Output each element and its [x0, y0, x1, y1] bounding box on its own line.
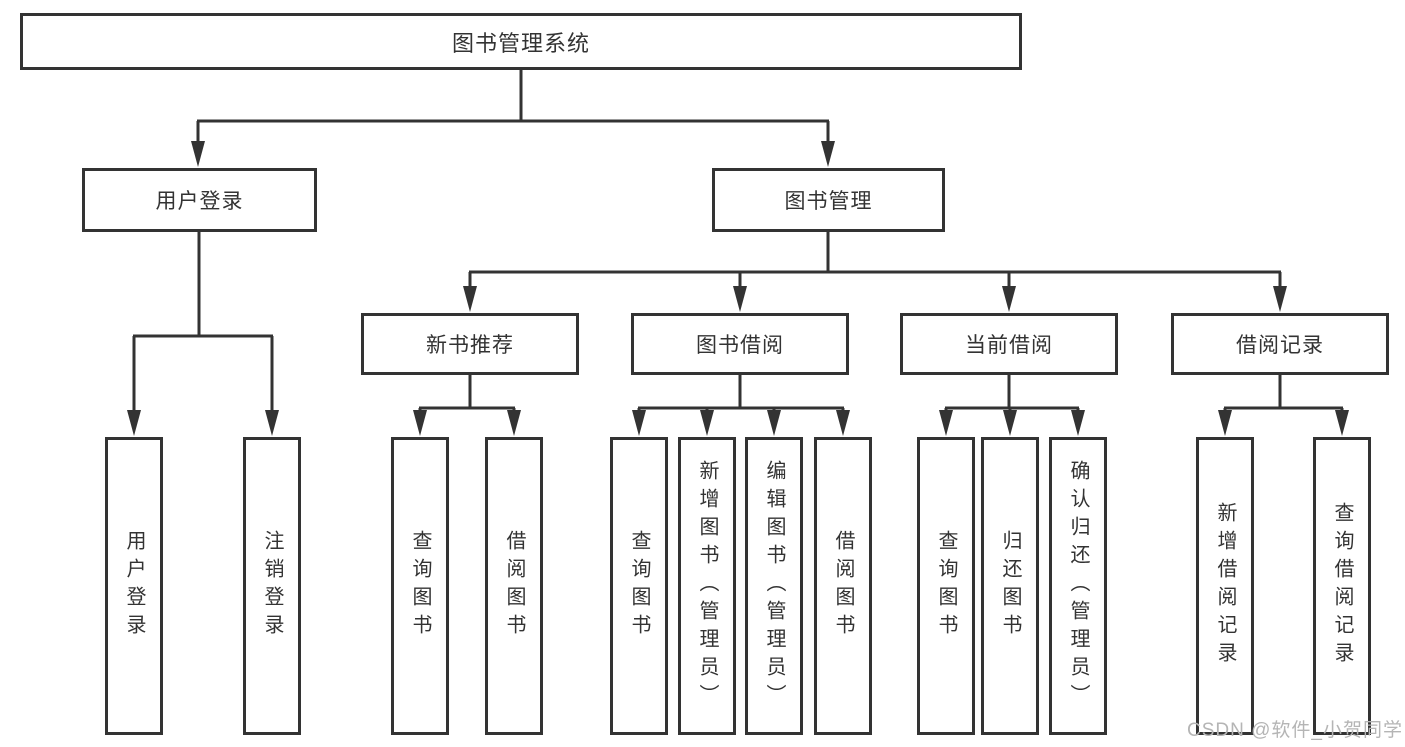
connector-user-login [132, 232, 274, 418]
leaf-rec-query-books: 查询图书 [391, 437, 449, 735]
node-user-login: 用户登录 [82, 168, 317, 232]
leaf-records-query-record: 查询借阅记录 [1313, 437, 1371, 735]
node-book-borrowing: 图书借阅 [631, 313, 849, 375]
connector-book-management [468, 232, 1282, 294]
connector-current-borrow [944, 375, 1080, 414]
node-new-book-recommend: 新书推荐 [361, 313, 579, 375]
node-current-borrowing: 当前借阅 [900, 313, 1118, 375]
leaf-records-add-record: 新增借阅记录 [1196, 437, 1254, 735]
connector-book-borrow [637, 375, 845, 414]
arrowheads [127, 141, 1349, 436]
leaf-rec-borrow-books: 借阅图书 [485, 437, 543, 735]
leaf-current-return-books: 归还图书 [981, 437, 1039, 735]
node-library-system: 图书管理系统 [20, 13, 1022, 70]
leaf-borrow-edit-books-admin: 编辑图书（管理员） [745, 437, 803, 735]
leaf-current-confirm-return-admin: 确认归还（管理员） [1049, 437, 1107, 735]
leaf-borrow-add-books-admin: 新增图书（管理员） [678, 437, 736, 735]
connector-new-book-rec [418, 375, 516, 414]
leaf-current-query-books: 查询图书 [917, 437, 975, 735]
leaf-borrow-borrow-books: 借阅图书 [814, 437, 872, 735]
leaf-logout: 注销登录 [243, 437, 301, 735]
connector-borrow-records [1223, 375, 1344, 414]
node-book-management: 图书管理 [712, 168, 945, 232]
leaf-user-login: 用户登录 [105, 437, 163, 735]
csdn-watermark: CSDN @软件_小贺同学 [1187, 720, 1403, 741]
connector-root [196, 70, 830, 148]
leaf-borrow-query-books: 查询图书 [610, 437, 668, 735]
node-borrow-records: 借阅记录 [1171, 313, 1389, 375]
